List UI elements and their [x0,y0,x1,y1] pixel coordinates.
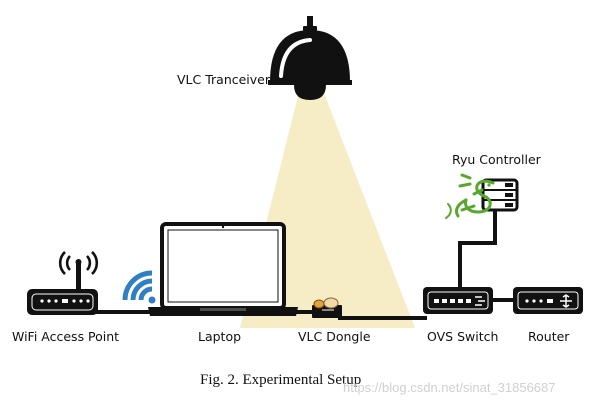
access-point-icon [27,289,98,315]
switch-icon [423,287,493,314]
ovs-switch-label: OVS Switch [427,329,499,344]
antenna-icon [58,251,99,290]
router-icon [513,287,583,314]
vlc-dongle-label: VLC Dongle [298,329,371,344]
figure-caption: Fig. 2. Experimental Setup [200,372,362,388]
lamp-icon [268,16,352,100]
router-label: Router [528,329,570,344]
wifi-signal-icon [122,270,156,304]
laptop-icon [148,222,298,316]
ryu-controller-label: Ryu Controller [452,152,541,167]
ryu-dragon-icon [445,173,495,219]
wifi-access-point-label: WiFi Access Point [12,329,120,344]
watermark: https://blog.csdn.net/sinat_31856687 [343,380,556,395]
laptop-label: Laptop [198,329,242,344]
vlc-transceiver-label: VLC Tranceiver [177,72,270,87]
vlc-dongle-icon [312,297,342,318]
